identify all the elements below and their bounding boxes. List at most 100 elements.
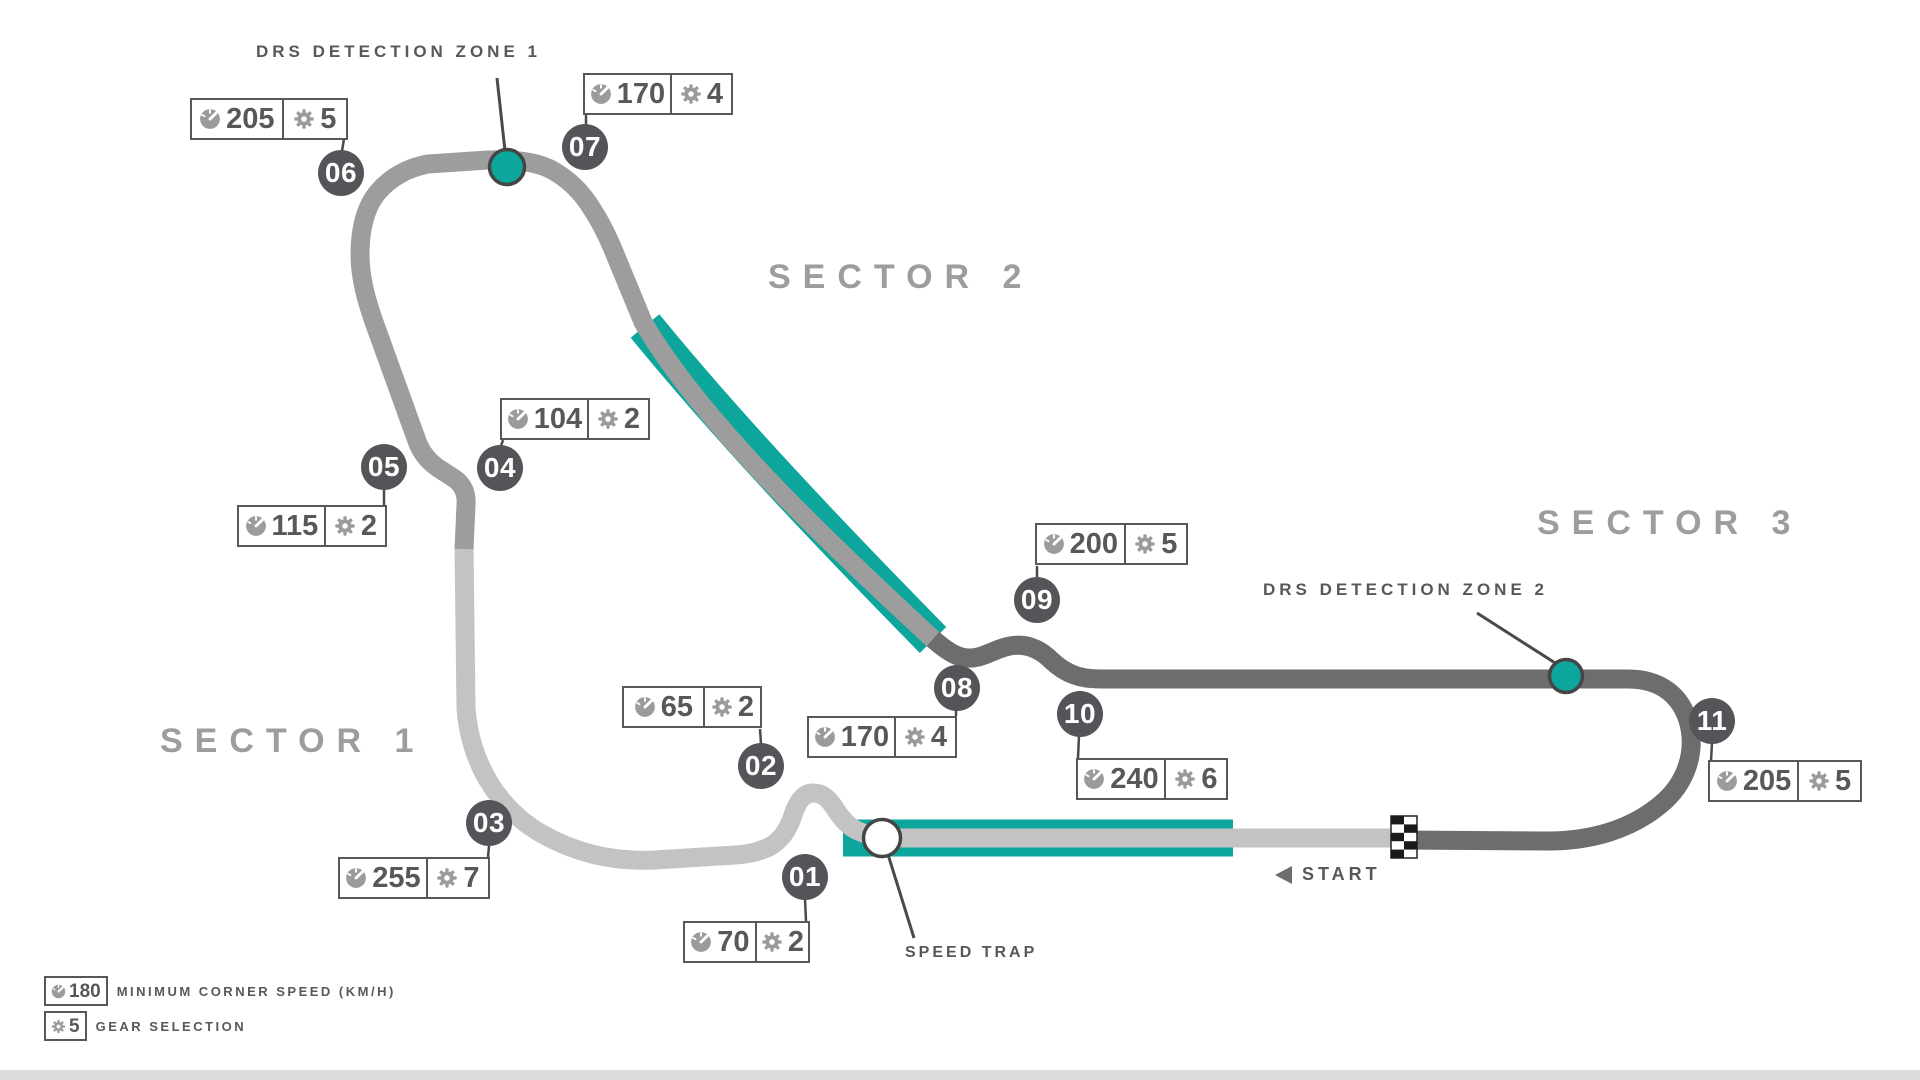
gear-icon <box>904 726 926 748</box>
gear-icon <box>436 867 458 889</box>
gear-cell: 4 <box>893 718 955 756</box>
corner-marker-05: 05 <box>361 444 407 490</box>
corner-number: 06 <box>324 157 358 188</box>
corner-number: 08 <box>940 672 974 703</box>
corner-info-02: 65 2 <box>622 686 762 728</box>
legend-speed-row: 180 MINIMUM CORNER SPEED (KM/H) <box>44 976 396 1006</box>
legend-gear-row: 5 GEAR SELECTION <box>44 1011 246 1041</box>
gear-cell: 5 <box>281 100 346 138</box>
speed-cell: 200 <box>1037 525 1124 563</box>
gear-icon <box>51 1019 66 1034</box>
gear-icon <box>1174 768 1196 790</box>
corner-marker-03: 03 <box>466 800 512 846</box>
corner-gear: 2 <box>360 509 377 542</box>
drs-detection-dot-2 <box>1547 657 1585 695</box>
legend-gear-example: 5 <box>69 1015 80 1037</box>
corner-gear: 6 <box>1201 762 1218 795</box>
corner-info-04: 104 2 <box>500 398 650 440</box>
corner-marker-11: 11 <box>1689 698 1735 744</box>
start-arrow-icon <box>1275 865 1292 884</box>
corner-speed: 205 <box>1742 764 1792 797</box>
gear-icon <box>711 696 733 718</box>
gear-icon <box>334 515 356 537</box>
drs1-leader-line <box>495 77 508 161</box>
gear-cell: 7 <box>426 859 488 897</box>
legend-speed-box: 180 <box>44 976 108 1006</box>
corner-marker-10: 10 <box>1057 691 1103 737</box>
speedometer-icon <box>199 108 221 130</box>
speedometer-icon <box>1083 768 1105 790</box>
corner-speed: 200 <box>1069 527 1118 560</box>
speedometer-icon <box>590 83 612 105</box>
speed-cell: 205 <box>1710 762 1797 800</box>
start-finish-flag <box>1390 815 1418 859</box>
corner-gear: 7 <box>463 861 480 894</box>
speed-trap-label: SPEED TRAP <box>905 944 1038 961</box>
speedometer-icon <box>1716 770 1738 792</box>
corner-gear: 4 <box>930 720 947 753</box>
drs-zone-2-label: DRS DETECTION ZONE 2 <box>1263 580 1548 599</box>
corner-marker-08: 08 <box>934 665 980 711</box>
speedometer-icon <box>814 726 836 748</box>
speed-cell: 115 <box>239 507 324 545</box>
corner-gear: 5 <box>1835 764 1852 797</box>
corner-gear: 2 <box>737 690 754 723</box>
corner-speed: 170 <box>840 720 890 753</box>
start-text: START <box>1302 864 1381 884</box>
gear-icon <box>293 108 315 130</box>
track-sector-3 <box>926 631 1701 851</box>
corner-info-08: 170 4 <box>807 716 957 758</box>
corner-number: 07 <box>568 131 602 162</box>
speed-cell: 255 <box>340 859 426 897</box>
speedometer-icon <box>51 984 66 999</box>
legend-speed-example: 180 <box>69 980 101 1002</box>
speed-cell: 170 <box>809 718 894 756</box>
speed-cell: 104 <box>502 400 587 438</box>
corner-info-06: 205 5 <box>190 98 348 140</box>
corner-speed: 170 <box>616 77 666 110</box>
speedometer-icon <box>245 515 267 537</box>
corner-gear: 2 <box>787 925 804 958</box>
gear-icon <box>1134 533 1156 555</box>
gear-cell: 6 <box>1164 760 1226 798</box>
legend-gear-box: 5 <box>44 1011 87 1041</box>
corner-number: 02 <box>744 750 778 781</box>
corner-number: 10 <box>1063 698 1097 729</box>
legend-gear-label: GEAR SELECTION <box>95 1018 247 1034</box>
corner-speed: 255 <box>372 861 421 894</box>
gear-cell: 2 <box>754 923 808 961</box>
speed-cell: 205 <box>192 100 282 138</box>
corner-gear: 5 <box>1161 527 1178 560</box>
corner-info-10: 240 6 <box>1076 758 1228 800</box>
speedometer-icon <box>507 408 529 430</box>
corner-marker-02: 02 <box>738 743 784 789</box>
corner-info-03: 255 7 <box>338 857 490 899</box>
corner-speed: 205 <box>226 102 275 135</box>
gear-cell: 4 <box>669 75 731 113</box>
speedtrap-leader-line <box>884 847 916 939</box>
corner-marker-07: 07 <box>562 124 608 170</box>
corner-number: 05 <box>367 451 401 482</box>
bottom-strip <box>0 1070 1920 1080</box>
corner-info-05: 115 2 <box>237 505 387 547</box>
corner-marker-04: 04 <box>477 445 523 491</box>
gear-cell: 2 <box>323 507 385 545</box>
drs-detection-dot-1 <box>487 147 527 187</box>
corner-info-09: 200 5 <box>1035 523 1188 565</box>
corner-marker-01: 01 <box>782 854 828 900</box>
corner-info-11: 205 5 <box>1708 760 1862 802</box>
speedometer-icon <box>690 931 712 953</box>
corner-gear: 2 <box>623 402 640 435</box>
corner-gear: 4 <box>706 77 723 110</box>
speedometer-icon <box>634 696 656 718</box>
track-sector-2 <box>350 150 942 648</box>
drs-zone-1-label: DRS DETECTION ZONE 1 <box>256 42 541 61</box>
corner-info-01: 70 2 <box>683 921 810 963</box>
speed-cell: 170 <box>585 75 670 113</box>
corner-speed: 104 <box>533 402 583 435</box>
speedometer-icon <box>345 867 367 889</box>
speedometer-icon <box>1043 533 1065 555</box>
drs2-leader-line <box>1476 611 1564 670</box>
